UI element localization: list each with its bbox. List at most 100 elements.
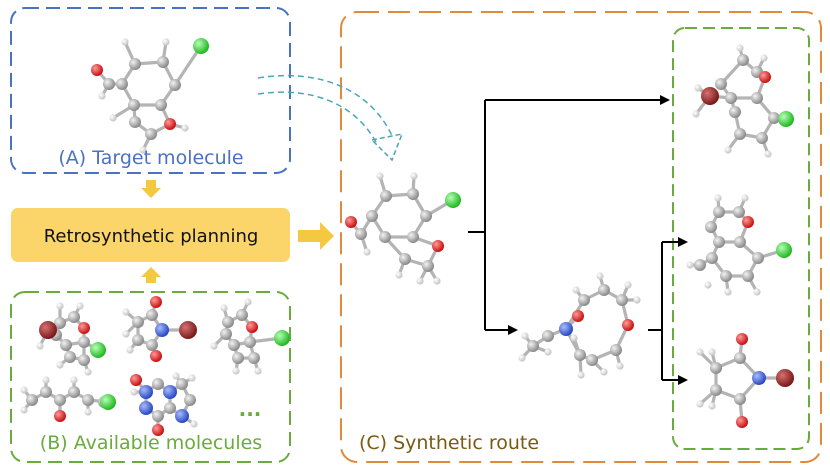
- carbon-atom: [733, 206, 745, 218]
- hydrogen-atom: [181, 124, 189, 132]
- route-arrows: [468, 95, 688, 385]
- hydrogen-atom: [724, 288, 732, 296]
- carbon-atom: [694, 259, 706, 271]
- hydrogen-atom: [410, 172, 418, 180]
- carbon-atom: [236, 309, 248, 321]
- carbon-atom: [103, 78, 115, 90]
- carbon-atom: [407, 188, 419, 200]
- carbon-atom: [706, 252, 718, 264]
- carbon-atom: [380, 190, 392, 202]
- planning-box: [11, 208, 290, 262]
- nitrogen-atom: [139, 385, 153, 399]
- hydrogen-atom: [633, 296, 641, 304]
- chlorine-atom: [100, 394, 116, 410]
- carbon-atom: [68, 311, 80, 323]
- synthetic-route-label: (C) Synthetic route: [359, 432, 539, 454]
- down-arrow-a-to-planning: [141, 180, 161, 198]
- carbon-atom: [228, 339, 240, 351]
- curved-arrow-head: [370, 132, 404, 162]
- hydrogen-atom: [122, 308, 130, 316]
- hydrogen-atom: [36, 342, 44, 350]
- hydrogen-atom: [518, 354, 526, 362]
- hydrogen-atom: [696, 400, 704, 408]
- carbon-atom: [82, 394, 94, 406]
- hydrogen-atom: [20, 386, 28, 394]
- hydrogen-atom: [764, 150, 772, 158]
- bromine-atom: [39, 321, 57, 339]
- carbon-atom: [710, 384, 722, 396]
- carbon-atom: [155, 99, 167, 111]
- hydrogen-atom: [736, 44, 744, 52]
- hydrogen-atom: [84, 368, 92, 376]
- carbon-atom: [145, 128, 157, 140]
- chlorine-atom: [274, 330, 290, 346]
- hydrogen-atom: [244, 298, 252, 306]
- carbon-atom: [146, 339, 158, 351]
- molecule-available-3: [210, 298, 290, 375]
- carbon-atom: [164, 402, 176, 414]
- carbon-atom: [713, 236, 725, 248]
- carbon-atom: [355, 228, 367, 240]
- carbon-atom: [220, 328, 232, 340]
- hydrogen-atom: [126, 346, 134, 354]
- carbon-atom: [40, 386, 52, 398]
- oxygen-atom: [736, 416, 748, 428]
- hydrogen-atom: [254, 367, 262, 375]
- hydrogen-atom: [624, 281, 632, 289]
- target-molecule-label: (A) Target molecule: [58, 147, 243, 169]
- oxygen-atom: [54, 410, 66, 422]
- carbon-atom: [132, 334, 144, 346]
- molecule-available-1: [36, 302, 106, 376]
- hydrogen-atom: [76, 302, 84, 310]
- planning-label: Retrosynthetic planning: [44, 226, 259, 247]
- hydrogen-atom: [121, 38, 129, 46]
- molecule-available-2: [122, 296, 197, 362]
- carbon-atom: [366, 210, 378, 222]
- hydrogen-atom: [704, 281, 712, 289]
- carbon-atom: [222, 316, 234, 328]
- carbon-atom: [420, 210, 432, 222]
- hydrogen-atom: [84, 408, 92, 416]
- carbon-atom: [157, 56, 169, 68]
- chlorine-atom: [193, 38, 209, 54]
- carbon-atom: [710, 362, 722, 374]
- hydrogen-atom: [572, 286, 580, 294]
- hydrogen-atom: [20, 406, 28, 414]
- hydrogen-atom: [395, 271, 403, 279]
- carbon-atom: [734, 128, 746, 140]
- panel-c-reactants-frame: [672, 27, 810, 450]
- carbon-atom: [715, 78, 727, 90]
- molecule-route-top-reactant: [692, 44, 794, 158]
- hydrogen-atom: [56, 302, 64, 310]
- oxygen-atom: [759, 71, 771, 83]
- nitrogen-atom: [752, 371, 766, 385]
- nitrogen-atom: [155, 323, 169, 337]
- carbon-atom: [68, 386, 80, 398]
- carbon-atom: [752, 252, 764, 264]
- carbon-atom: [407, 231, 419, 243]
- hydrogen-atom: [694, 84, 702, 92]
- hydrogen-atom: [741, 194, 749, 202]
- carbon-atom: [586, 354, 598, 366]
- bromine-atom: [776, 369, 794, 387]
- carbon-atom: [54, 317, 66, 329]
- hydrogen-atom: [130, 388, 138, 396]
- nitrogen-atom: [175, 409, 189, 423]
- carbon-atom: [184, 394, 196, 406]
- carbon-atom: [78, 354, 90, 366]
- chlorine-atom: [445, 192, 461, 208]
- oxygen-atom: [246, 321, 258, 333]
- carbon-atom: [64, 351, 76, 363]
- carbon-atom: [574, 349, 586, 361]
- nitrogen-atom: [139, 401, 153, 415]
- oxygen-atom: [572, 310, 584, 322]
- hydrogen-atom: [760, 54, 768, 62]
- molecule-available-5: [130, 372, 198, 436]
- chlorine-atom: [776, 242, 792, 258]
- chlorine-atom: [90, 342, 106, 358]
- carbon-atom: [244, 336, 256, 348]
- hydrogen-atom: [616, 362, 624, 370]
- carbon-atom: [756, 132, 768, 144]
- available-molecules-label: (B) Available molecules: [40, 432, 262, 454]
